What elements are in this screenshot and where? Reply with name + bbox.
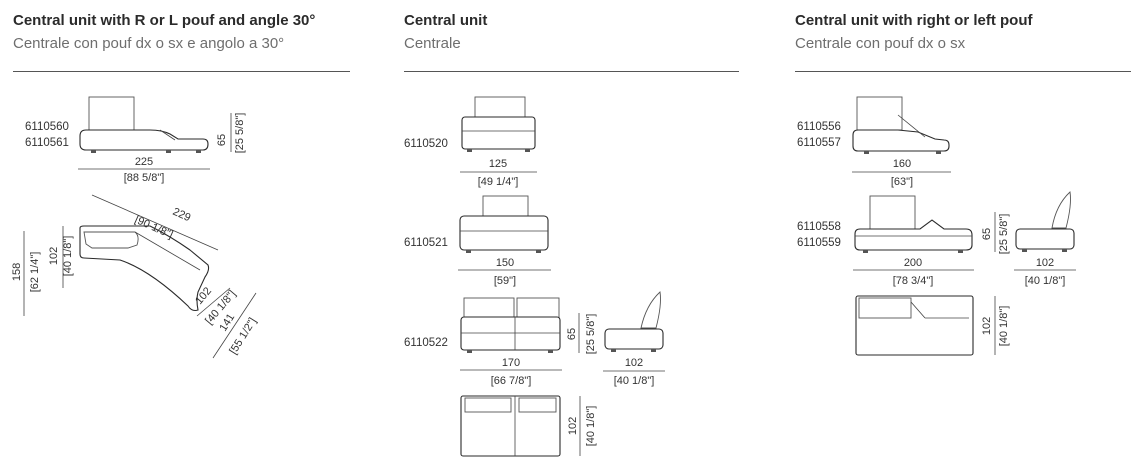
unit-code-6110520: 6110520	[404, 138, 448, 150]
unit-width-200-in: [78 3/4"]	[893, 275, 934, 287]
section-1-depth: 102	[48, 247, 60, 265]
unit-width-160-in: [63"]	[891, 176, 913, 188]
pouf-unit-160-front-view	[852, 96, 950, 154]
unit-code-6110556: 6110556	[797, 121, 841, 133]
unit-code-6110558: 6110558	[797, 221, 841, 233]
central-unit-side-view	[604, 291, 664, 352]
central-unit-170-plan-view	[460, 395, 561, 457]
section-1-depth-in: [40 1/8"]	[62, 236, 74, 277]
unit-code-6110557: 6110557	[797, 137, 841, 149]
unit-width-170: 170	[502, 357, 520, 369]
central-unit-150-front-view	[459, 195, 549, 253]
section-1-code-2: 6110561	[25, 137, 69, 149]
section-2-subtitle: Centrale	[404, 35, 461, 52]
section-1-depth-total-in: [62 1/4"]	[29, 252, 41, 293]
section-1-subtitle: Centrale con pouf dx o sx e angolo a 30°	[13, 35, 285, 52]
section-1-divider	[13, 71, 350, 72]
unit-width-170-in: [66 7/8"]	[491, 375, 532, 387]
section-1-title: Central unit with R or L pouf and angle …	[13, 12, 316, 29]
central-unit-170-front-view	[460, 297, 561, 353]
central-unit-125-front-view	[461, 96, 536, 152]
section-3-height-in: [25 5/8"]	[998, 214, 1010, 255]
section-2-title: Central unit	[404, 12, 488, 29]
section-1-width: 225	[135, 156, 153, 168]
section-2-side-depth-in: [40 1/8"]	[614, 375, 655, 387]
section-1-width-in: [88 5/8"]	[124, 172, 165, 184]
unit-width-125: 125	[489, 158, 507, 170]
unit-code-6110559: 6110559	[797, 237, 841, 249]
pouf-unit-side-view	[1015, 191, 1075, 252]
angle-unit-front-view	[79, 96, 209, 153]
section-3-side-depth-in: [40 1/8"]	[1025, 275, 1066, 287]
section-2-height: 65	[566, 328, 578, 340]
section-2-divider	[404, 71, 739, 72]
section-1-height: 65	[216, 134, 228, 146]
section-3-plan-depth-in: [40 1/8"]	[998, 306, 1010, 347]
section-2-plan-depth: 102	[567, 417, 579, 435]
section-3-plan-depth: 102	[981, 317, 993, 335]
section-3-side-depth: 102	[1036, 257, 1054, 269]
section-1-height-in: [25 5/8"]	[234, 113, 246, 154]
section-1-depth-total: 158	[11, 263, 23, 281]
side-length-dimension-line	[212, 292, 257, 359]
pouf-unit-200-plan-view	[855, 295, 974, 356]
unit-width-200: 200	[904, 257, 922, 269]
section-3-height: 65	[981, 228, 993, 240]
section-3-subtitle: Centrale con pouf dx o sx	[795, 35, 966, 52]
section-2-plan-depth-in: [40 1/8"]	[585, 406, 597, 447]
side-depth-dimension-line	[196, 287, 231, 317]
section-3-divider	[795, 71, 1131, 72]
section-2-height-in: [25 5/8"]	[585, 314, 597, 355]
unit-width-125-in: [49 1/4"]	[478, 176, 519, 188]
unit-width-160: 160	[893, 158, 911, 170]
diagonal-dimension-line	[91, 194, 219, 251]
unit-code-6110522: 6110522	[404, 337, 448, 349]
angle-unit-plan-view	[79, 225, 210, 312]
section-2-side-depth: 102	[625, 357, 643, 369]
section-1-code-1: 6110560	[25, 121, 69, 133]
pouf-unit-200-front-view	[854, 195, 973, 253]
section-3-title: Central unit with right or left pouf	[795, 12, 1033, 29]
unit-width-150-in: [59"]	[494, 275, 516, 287]
unit-width-150: 150	[496, 257, 514, 269]
section-1-diagonal: 229	[171, 206, 193, 224]
unit-code-6110521: 6110521	[404, 237, 448, 249]
